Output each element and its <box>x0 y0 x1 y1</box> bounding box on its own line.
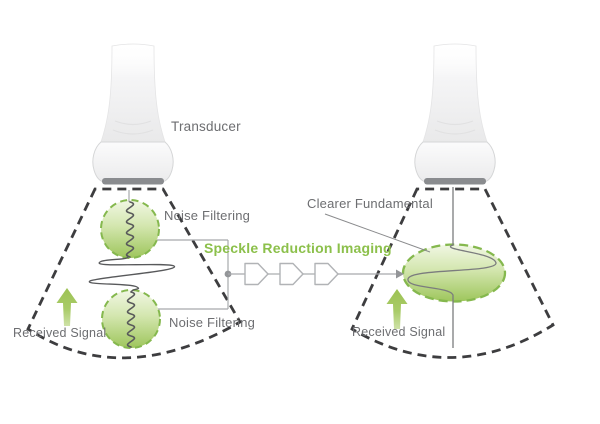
right-transducer <box>414 43 496 185</box>
up-arrow-icon-left <box>56 288 78 326</box>
left-transducer-neck <box>100 43 166 143</box>
clear-fundamental-wave <box>407 187 497 348</box>
right-transducer-ridge-1 <box>436 120 474 126</box>
right-transducer-ridge-2 <box>434 129 476 135</box>
noisy-signal-wave-top <box>125 201 135 258</box>
right-arrowhead-icon <box>396 269 404 279</box>
up-arrow-icon-right <box>386 289 408 329</box>
filter-stage-icon-2 <box>279 262 304 286</box>
left-transducer <box>92 43 174 185</box>
right-scan-sector-outline <box>350 187 555 359</box>
right-transducer-head <box>414 141 496 183</box>
clearer-fundamental-label: Clearer Fundamental <box>307 196 433 211</box>
left-transducer-ridge-2 <box>112 129 154 135</box>
received-signal-label-left: Received Signal <box>13 326 107 340</box>
transducer-label: Transducer <box>171 119 241 134</box>
left-transducer-ridge-1 <box>114 120 152 126</box>
processing-chain <box>157 239 404 310</box>
noisy-signal-wave-bottom <box>126 291 136 348</box>
filter-stage-icon-1 <box>244 262 269 286</box>
left-transducer-head <box>92 141 174 183</box>
left-transducer-face <box>102 178 164 185</box>
right-transducer-face <box>424 178 486 185</box>
noise-filtering-label-top: Noise Filtering <box>164 208 251 223</box>
clearer-fundamental-leader-line <box>324 213 431 253</box>
received-echo-wave-middle <box>89 254 175 293</box>
clear-fundamental-ellipse <box>401 243 507 303</box>
right-transducer-neck <box>422 43 488 143</box>
filter-stage-icon-3 <box>314 262 339 286</box>
noise-filtering-label-bottom: Noise Filtering <box>169 315 256 330</box>
speckle-reduction-imaging-label: Speckle Reduction Imaging <box>204 240 392 256</box>
received-signal-label-right: Received Signal <box>352 325 446 339</box>
